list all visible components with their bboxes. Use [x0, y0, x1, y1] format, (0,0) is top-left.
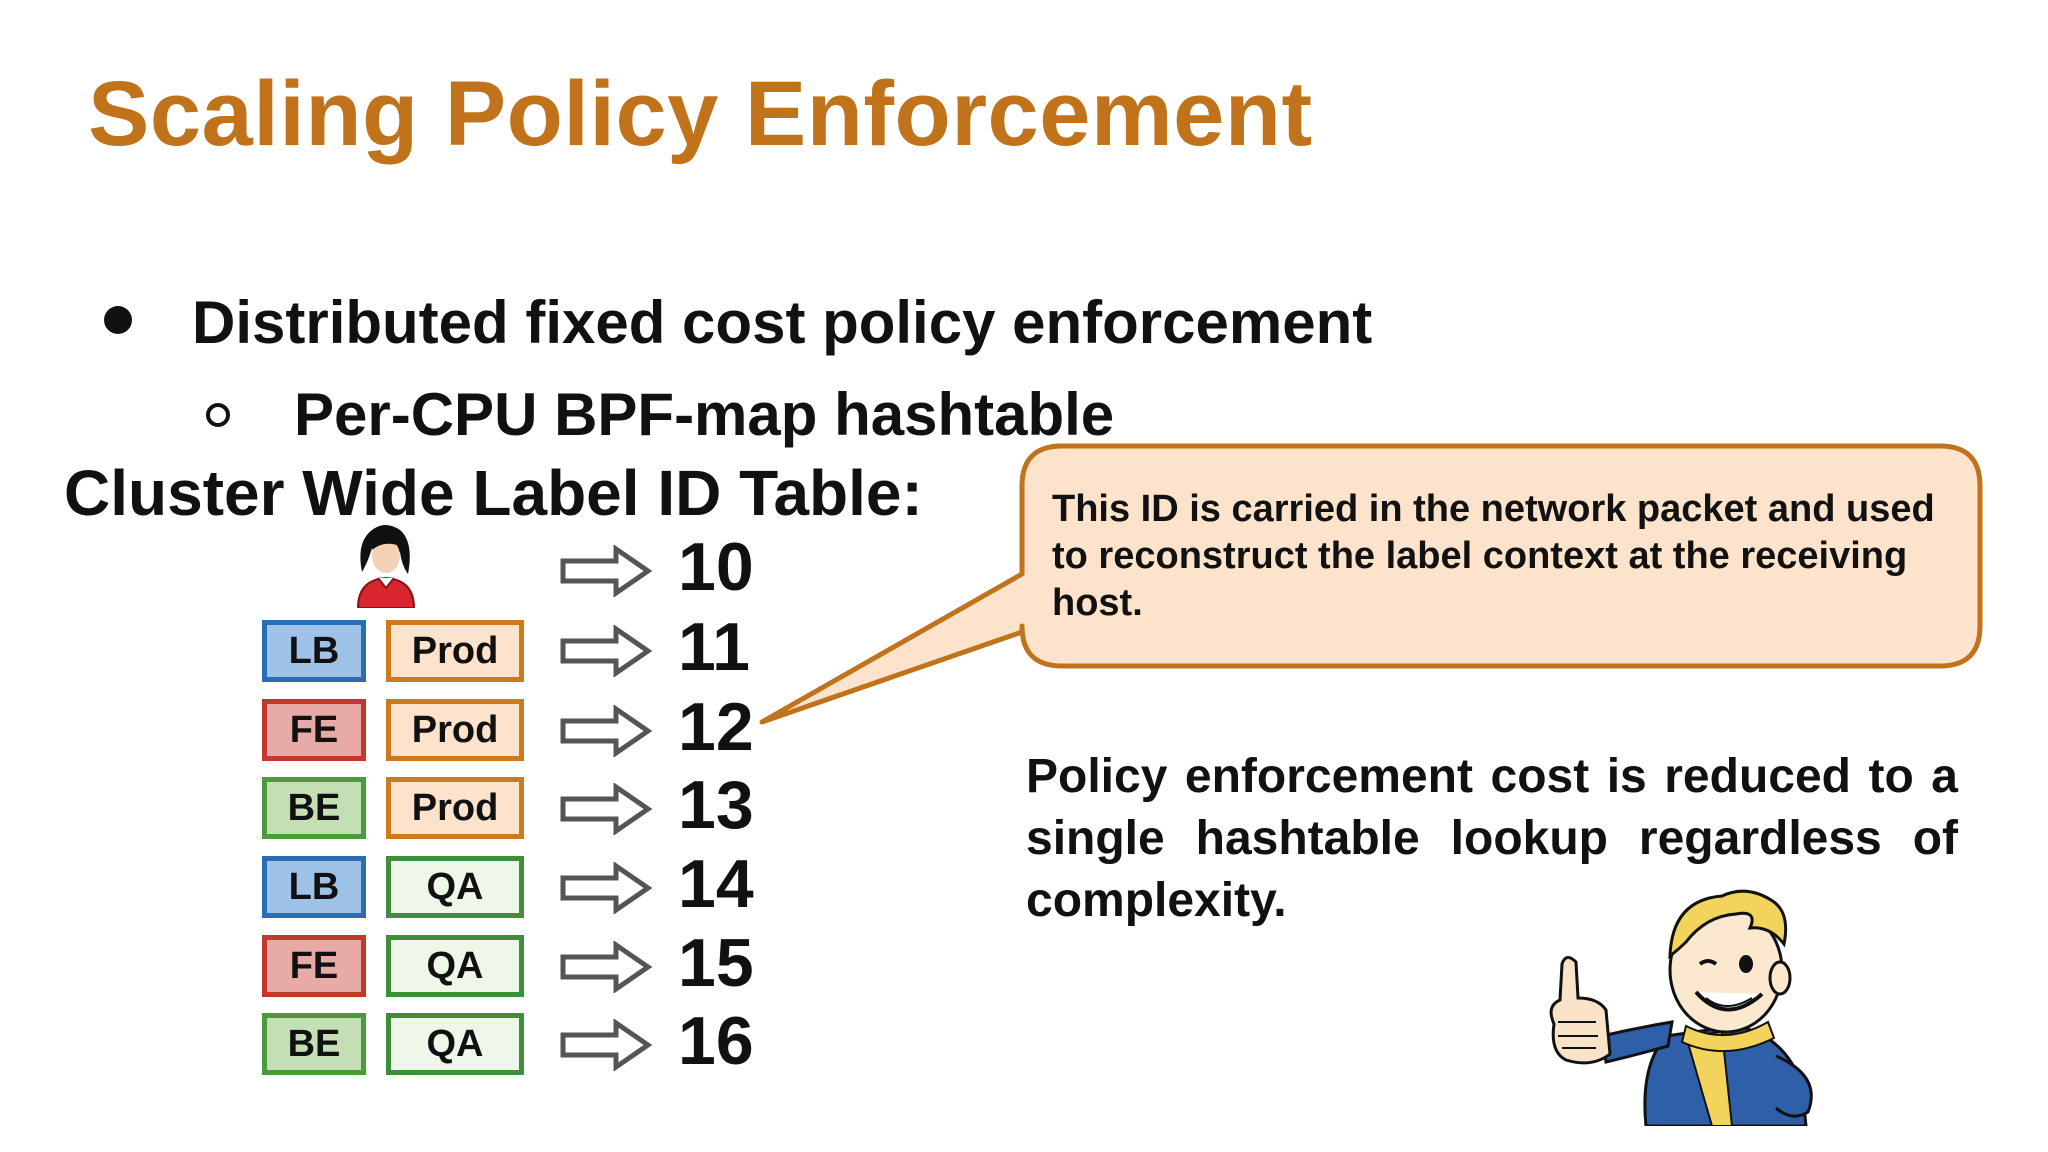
env-tag-label: QA [426, 1022, 484, 1065]
arrow-icon [560, 941, 652, 993]
role-tag-label: LB [288, 865, 340, 908]
env-tag: Prod [386, 777, 524, 839]
arrow-icon [560, 783, 652, 835]
env-tag: QA [386, 856, 524, 918]
label-id: 14 [678, 846, 754, 922]
label-id: 16 [678, 1003, 754, 1079]
env-tag: Prod [386, 620, 524, 682]
role-tag-label: BE [287, 786, 341, 829]
role-tag: LB [262, 620, 366, 682]
label-id: 13 [678, 767, 754, 843]
label-id: 12 [678, 689, 754, 765]
label-id: 10 [678, 529, 754, 605]
bullet-level-2: Per-CPU BPF-map hashtable [294, 381, 1115, 448]
role-tag: BE [262, 1013, 366, 1075]
label-id: 15 [678, 925, 754, 1001]
arrow-icon [560, 862, 652, 914]
env-tag-label: Prod [411, 786, 499, 829]
label-id: 11 [678, 609, 750, 685]
role-tag-label: BE [287, 1022, 341, 1065]
thumbs-up-mascot-icon [1549, 889, 1813, 1126]
role-tag: FE [262, 935, 366, 997]
arrow-icon [560, 1019, 652, 1071]
env-tag-label: Prod [411, 629, 499, 672]
slide-title: Scaling Policy Enforcement [88, 63, 1313, 165]
arrow-icon [560, 625, 652, 677]
role-tag-label: FE [289, 708, 339, 751]
env-tag: Prod [386, 699, 524, 761]
role-tag-label: LB [288, 629, 340, 672]
env-tag: QA [386, 1013, 524, 1075]
env-tag-label: QA [426, 944, 484, 987]
person-icon [356, 525, 416, 608]
env-tag-label: Prod [411, 708, 499, 751]
role-tag: BE [262, 777, 366, 839]
role-tag: LB [262, 856, 366, 918]
env-tag: QA [386, 935, 524, 997]
bullet-dot-icon [104, 306, 132, 334]
callout-text: This ID is carried in the network packet… [1052, 488, 1935, 624]
bullet-level-1: Distributed fixed cost policy enforcemen… [192, 289, 1373, 356]
env-tag-label: QA [426, 865, 484, 908]
summary-paragraph: Policy enforcement cost is reduced to a … [1026, 750, 1958, 927]
arrow-icon [560, 545, 652, 597]
role-tag-label: FE [289, 944, 339, 987]
role-tag: FE [262, 699, 366, 761]
table-heading: Cluster Wide Label ID Table: [64, 457, 923, 529]
arrow-icon [560, 705, 652, 757]
bullet-ring-icon [206, 403, 230, 427]
